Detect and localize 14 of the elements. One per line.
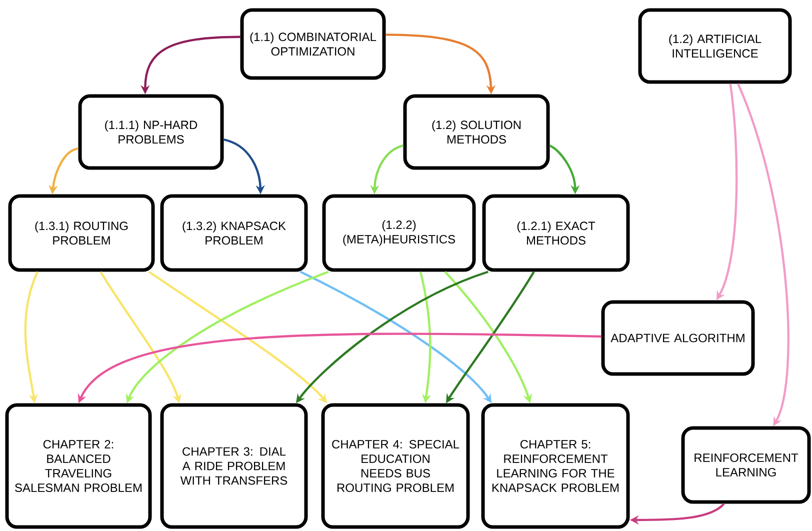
box: (1.2) SOLUTION METHODS (403, 94, 550, 170)
box: (1.2.2) (META)HEURISTICS (322, 194, 476, 272)
box: (1.2) ARTIFICIAL INTELLIGENCE (638, 8, 792, 84)
box: CHAPTER 4: SPECIAL EDUCATION NEEDS BUS ROUTING PROBLEM (321, 403, 470, 529)
box: (1.1.1) NP-HARD PROBLEMS (78, 94, 224, 170)
box: ADAPTIVE ALGORITHM (601, 300, 755, 376)
box: CHAPTER 2: BALANCED TRAVELING SALESMAN PROBLEM (5, 403, 152, 529)
box: CHAPTER 3: DIAL A RIDE PROBLEM WITH TRANSFERS (160, 403, 308, 529)
box: CHAPTER 5: REINFORCEMENT LEARNING FOR THE KNAPSACK PROBLEM (481, 403, 630, 529)
box: (1.3.2) KNAPSACK PROBLEM (160, 194, 308, 272)
box: REINFORCEMENT LEARNING (681, 426, 811, 504)
box: (1.1) COMBINATORIAL OPTIMIZATION (240, 8, 386, 80)
box: (1.2.1) EXACT METHODS (482, 194, 630, 272)
box: (1.3.1) ROUTING PROBLEM (8, 194, 155, 272)
